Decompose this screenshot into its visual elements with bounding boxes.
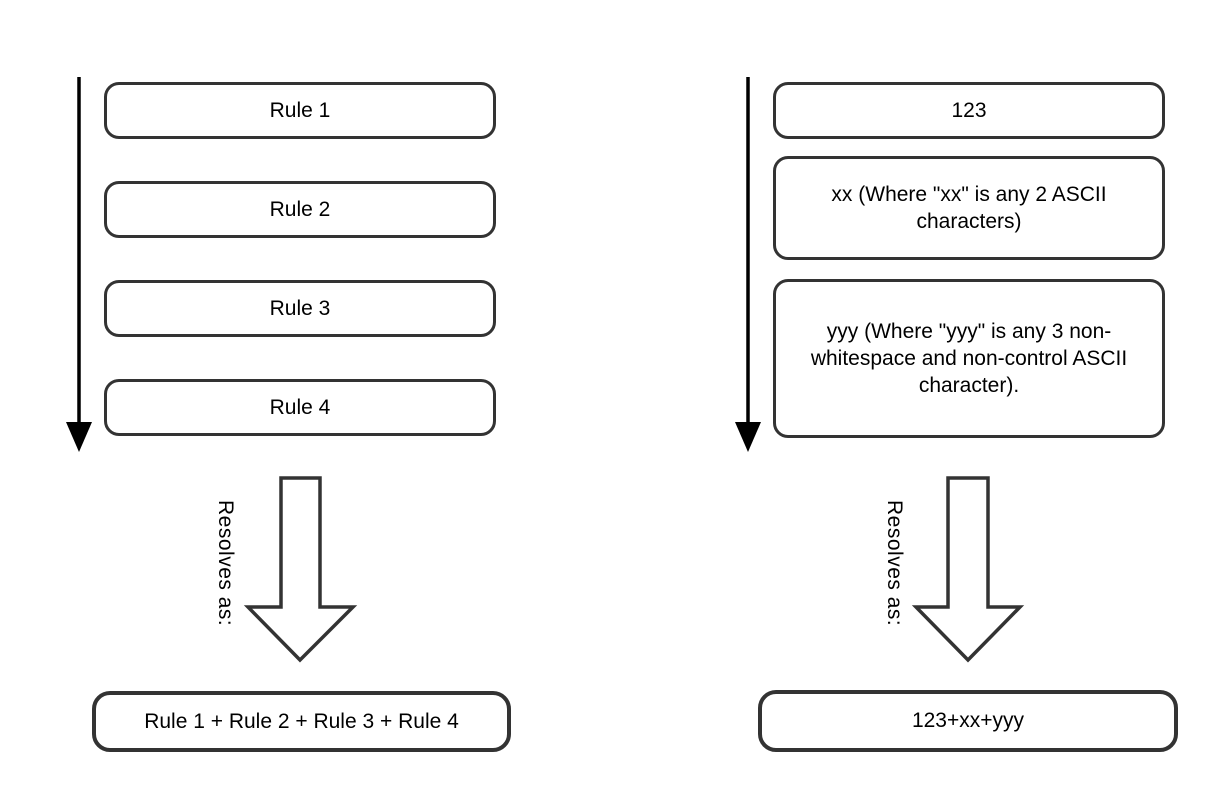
- rule-box-4: Rule 4: [104, 379, 496, 436]
- resolves-as-label-left: Resolves as:: [214, 500, 237, 627]
- rule-box-2: Rule 2: [104, 181, 496, 238]
- rule-box-3: Rule 3: [104, 280, 496, 337]
- result-box-left: Rule 1 + Rule 2 + Rule 3 + Rule 4: [92, 691, 511, 752]
- value-box-123: 123: [773, 82, 1165, 139]
- down-arrow-icon: [66, 77, 92, 452]
- resolves-as-label-right: Resolves as:: [883, 500, 906, 627]
- hollow-down-arrow-icon: [911, 476, 1025, 663]
- value-box-xx: xx (Where "xx" is any 2 ASCII characters…: [773, 156, 1165, 260]
- result-box-right: 123+xx+yyy: [758, 690, 1178, 752]
- down-arrow-icon: [735, 77, 761, 452]
- value-box-yyy: yyy (Where "yyy" is any 3 non-whitespace…: [773, 279, 1165, 438]
- rule-box-1: Rule 1: [104, 82, 496, 139]
- hollow-down-arrow-icon: [243, 476, 358, 663]
